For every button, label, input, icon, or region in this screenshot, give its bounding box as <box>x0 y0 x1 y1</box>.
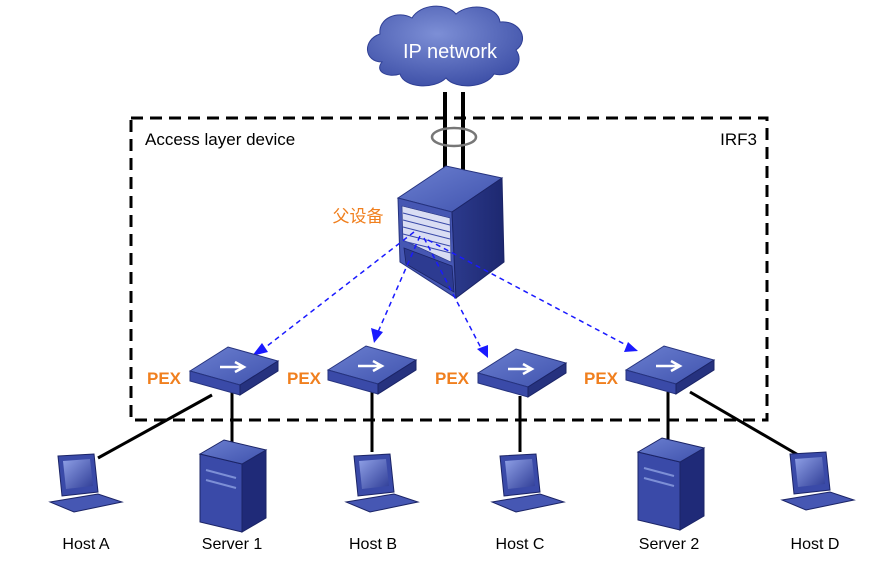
forward-arrow-icon <box>220 360 247 374</box>
aggregation-ring <box>430 126 478 148</box>
endpoint-label-host-d: Host D <box>791 536 840 553</box>
ctrl-link-pex4 <box>427 239 629 347</box>
irf-boundary <box>129 116 769 422</box>
ip-network-cloud: IP network <box>367 5 523 87</box>
endpoint-label-host-b: Host B <box>349 536 397 553</box>
server-1 <box>198 439 268 533</box>
slot-line <box>402 233 451 247</box>
server-bay <box>205 479 237 489</box>
server-bay <box>643 467 675 477</box>
parent-label: 父设备 <box>333 207 384 227</box>
host-d <box>780 451 856 511</box>
pex-switch-2 <box>326 345 418 395</box>
pex-switch-4 <box>624 345 716 395</box>
arrow-head-icon <box>477 345 488 358</box>
irf-name: IRF3 <box>720 130 757 149</box>
pc-screen <box>795 457 825 487</box>
chassis-fan <box>403 247 455 293</box>
pex-label-2: PEX <box>287 369 322 388</box>
forward-arrow-icon <box>656 359 683 373</box>
server-bay <box>643 477 675 487</box>
server-front-icon <box>637 451 681 531</box>
pex-side <box>675 359 715 395</box>
irf-title: Access layer device <box>145 130 295 149</box>
forward-arrow-icon <box>358 359 385 373</box>
control-links <box>252 231 638 358</box>
pex-label-3: PEX <box>435 369 470 388</box>
forward-arrow-icon <box>508 362 535 376</box>
ctrl-link-pex1 <box>261 231 415 351</box>
cloud-icon <box>367 5 523 87</box>
ctrl-link-pex3 <box>423 237 483 351</box>
pc-base-icon <box>490 493 566 513</box>
server-bay <box>205 469 237 479</box>
pex-side <box>239 360 279 396</box>
server-2 <box>636 437 706 531</box>
host-c <box>490 453 566 513</box>
pc-screen <box>359 459 389 489</box>
host-b <box>344 453 420 513</box>
slot-line <box>402 226 451 240</box>
chassis-side <box>451 177 505 299</box>
arrow-head-icon <box>371 328 383 343</box>
pc-screen <box>63 459 93 489</box>
pex-side <box>377 359 417 395</box>
host-a <box>48 453 124 513</box>
slot-line <box>402 212 451 226</box>
arrow-head-icon <box>252 343 268 356</box>
endpoint-label-host-a: Host A <box>62 536 109 553</box>
pc-base-icon <box>780 491 856 511</box>
pex-switch-1 <box>188 346 280 396</box>
slot-line <box>402 219 451 233</box>
link-pex1-hosta <box>97 393 213 460</box>
pex-label-4: PEX <box>584 369 619 388</box>
server-top <box>198 439 268 465</box>
access-links <box>97 390 801 460</box>
pc-base-icon <box>48 493 124 513</box>
arrow-head-icon <box>624 342 638 352</box>
pex-switch-3 <box>476 348 568 398</box>
pc-base-icon <box>344 493 420 513</box>
parent-device <box>396 165 505 299</box>
cloud-label: IP network <box>403 41 498 63</box>
endpoint-label-server-2: Server 2 <box>639 536 700 553</box>
server-front-icon <box>199 453 243 533</box>
link-pex4-hostd <box>689 390 801 458</box>
slot-line <box>402 240 452 254</box>
server-top <box>636 437 706 463</box>
pex-side <box>527 362 567 398</box>
chassis-slots <box>401 205 452 263</box>
pc-screen <box>505 459 535 489</box>
endpoint-label-host-c: Host C <box>496 536 545 553</box>
pex-label-1: PEX <box>147 369 182 388</box>
endpoint-label-server-1: Server 1 <box>202 536 263 553</box>
